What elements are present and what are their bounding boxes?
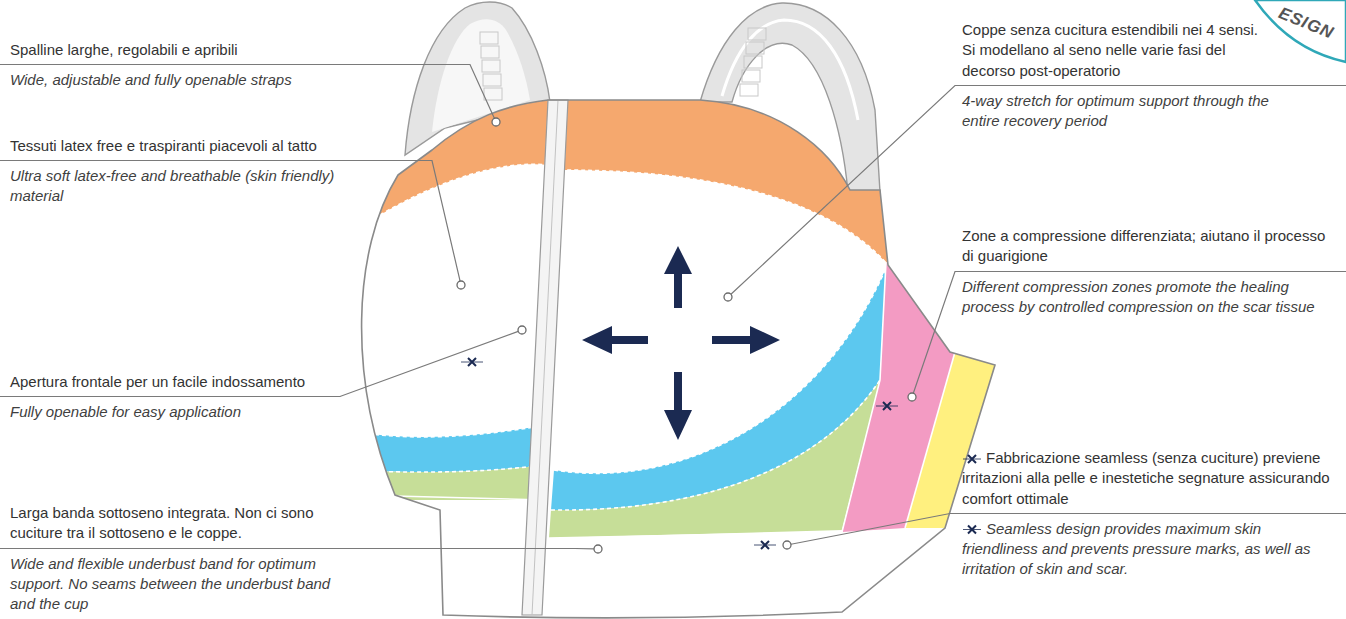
callout-text: Fabbricazione seamless (senza cuciture) …: [962, 448, 1334, 509]
callout-text: Coppe senza cucitura estendibili nei 4 s…: [962, 20, 1272, 81]
seamless-marker: [461, 358, 898, 549]
underbust-zone: [549, 380, 880, 538]
leader-dot: [724, 293, 732, 301]
leader-line: [0, 548, 594, 550]
callout-translation: Wide and flexible underbust band for opt…: [10, 554, 345, 615]
leader-dot: [908, 393, 916, 401]
badge-text: ESIGN: [1275, 3, 1337, 46]
callout-translation: 4-way stretch for optimum support throug…: [962, 91, 1272, 132]
icon-cross: [968, 526, 976, 534]
upper-zone: [560, 90, 900, 268]
leader-lines: [0, 65, 1346, 554]
seam-lines: [340, 164, 888, 510]
callout-translation: Different compression zones promote the …: [962, 277, 1334, 318]
bra-body: [362, 100, 995, 618]
front-zipper: [522, 100, 568, 615]
strap-ladder: [480, 32, 502, 100]
callout-text: Tessuti latex free e traspiranti piacevo…: [10, 136, 345, 156]
seamless-icon: [963, 526, 981, 534]
callout-translation: Seamless design provides maximum skin fr…: [962, 519, 1334, 580]
lower-cup-zone: [340, 425, 548, 472]
leader-line: [0, 161, 460, 282]
icon-cross: [968, 455, 976, 463]
leader-line: [0, 331, 518, 396]
leader-dot: [594, 545, 602, 553]
leader-dot: [457, 281, 465, 289]
underbust-zone: [340, 465, 546, 500]
leader-line: [913, 272, 1346, 394]
callout-text: Larga banda sottoseno integrata. Non ci …: [10, 503, 345, 544]
design-badge: [1255, 0, 1346, 62]
bra-outline: [362, 100, 995, 618]
leader-dot: [783, 541, 791, 549]
strap-fold: [722, 20, 858, 120]
strap-ladder: [740, 28, 766, 96]
zipper-line: [532, 100, 558, 615]
leader-line: [0, 65, 494, 119]
callout-text: Apertura frontale per un facile indossam…: [10, 372, 345, 392]
upper-zone: [380, 100, 550, 215]
leader-dot: [518, 326, 526, 334]
compression-zones: [340, 90, 1000, 538]
callout-translation: Wide, adjustable and fully openable stra…: [10, 70, 345, 90]
callout-translation: Fully openable for easy application: [10, 402, 345, 422]
leader-line: [731, 86, 1346, 295]
stretch-arrows: [582, 246, 780, 440]
callout-translation: Ultra soft latex-free and breathable (sk…: [10, 166, 345, 207]
leader-dot: [492, 118, 500, 126]
callout-text: Zone a compressione differenziata; aiuta…: [962, 226, 1334, 267]
seamless-icon: [963, 455, 981, 463]
callout-text: Spalline larghe, regolabili e apribili: [10, 40, 345, 60]
